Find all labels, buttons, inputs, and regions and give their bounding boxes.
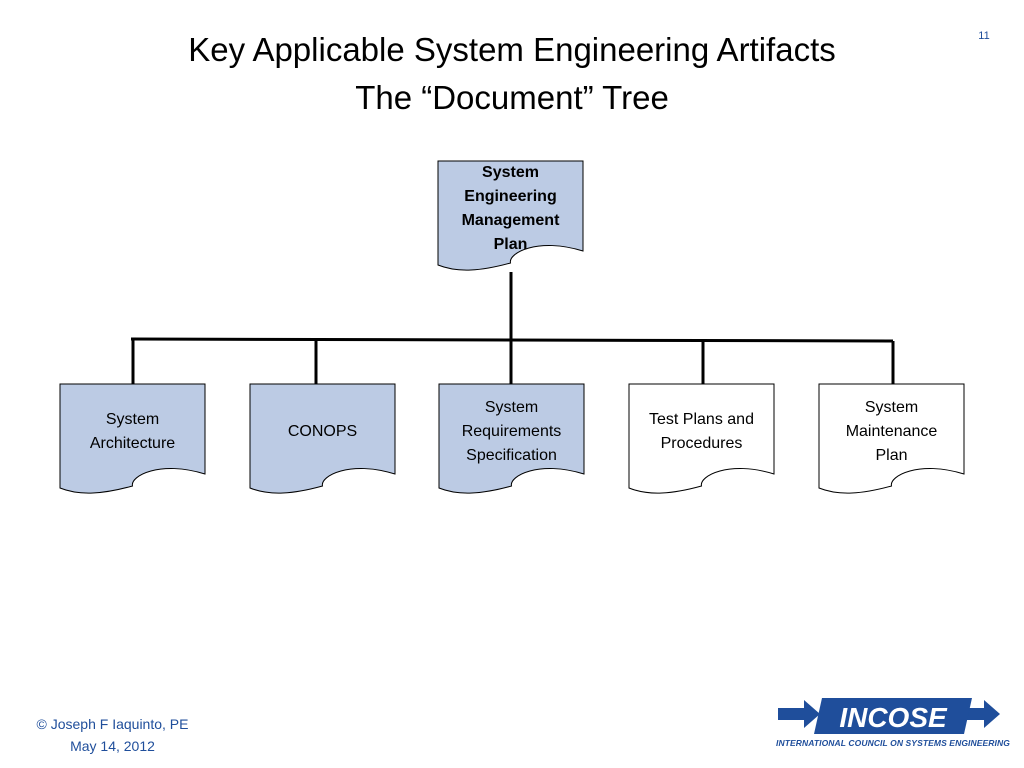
doc-system-requirements-spec-shape	[438, 383, 585, 494]
root-document-semp-label-line: System	[482, 164, 539, 181]
root-document-semp-shape	[437, 160, 584, 271]
doc-system-maintenance-plan-shape	[818, 383, 965, 494]
doc-conops-label: CONOPS	[250, 384, 395, 480]
doc-test-plans-procedures-label-line: Test Plans and	[649, 411, 754, 428]
title-line-1: Key Applicable System Engineering Artifa…	[188, 31, 836, 68]
doc-system-maintenance-plan-label-line: Maintenance	[845, 423, 938, 440]
doc-system-requirements-spec-label-line: System	[484, 399, 539, 416]
doc-system-requirements-spec-label-line: Specification	[466, 447, 557, 464]
doc-system-requirements-spec-label-line: Requirements	[461, 423, 562, 440]
doc-test-plans-procedures-shape	[628, 383, 775, 494]
footer-credit: © Joseph F Iaquinto, PE May 14, 2012	[10, 713, 215, 757]
footer-date: May 14, 2012	[70, 738, 155, 754]
doc-system-architecture-label-line: Architecture	[89, 435, 176, 452]
incose-logo: INCOSE	[778, 698, 1000, 734]
doc-conops-shape	[249, 383, 396, 494]
root-document-semp-label-line: Management	[461, 212, 560, 229]
root-document-semp-label-line: Engineering	[464, 188, 557, 205]
logo-caption: INTERNATIONAL COUNCIL ON SYSTEMS ENGINEE…	[776, 738, 1010, 748]
doc-conops-label-line: CONOPS	[287, 423, 358, 440]
logo-arrow-left	[778, 700, 820, 728]
root-document-semp-label-line: Plan	[493, 236, 528, 253]
doc-system-architecture-label-line: System	[105, 411, 160, 428]
logo-arrow-right	[966, 700, 1000, 728]
page-number: 11	[978, 30, 990, 42]
slide-title: Key Applicable System Engineering Artifa…	[0, 26, 1024, 122]
doc-system-maintenance-plan-label-line: Plan	[875, 447, 908, 464]
doc-test-plans-procedures-label-line: Procedures	[660, 435, 743, 452]
logo-banner	[814, 698, 972, 734]
logo-wordmark: INCOSE	[839, 702, 948, 733]
doc-system-architecture-shape	[59, 383, 206, 494]
tree-connectors	[130, 272, 895, 385]
title-line-2: The “Document” Tree	[355, 79, 669, 116]
doc-system-maintenance-plan-label-line: System	[864, 399, 919, 416]
copyright-text: © Joseph F Iaquinto, PE	[36, 716, 189, 732]
